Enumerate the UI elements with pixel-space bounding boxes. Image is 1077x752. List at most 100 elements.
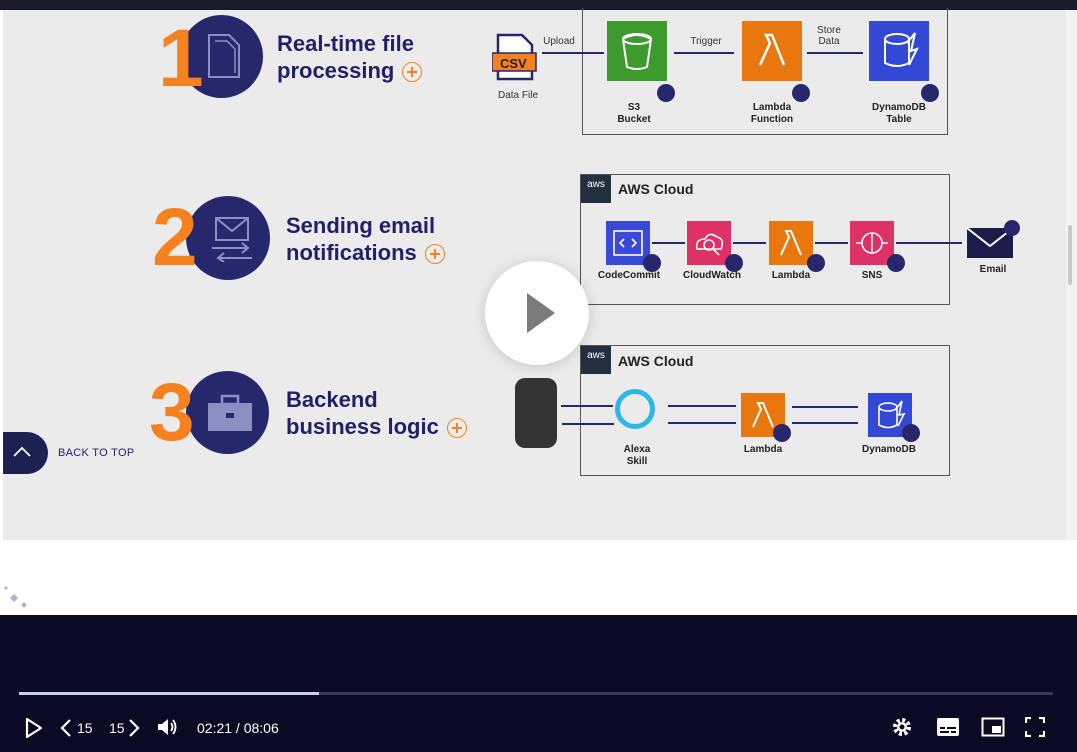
row2-number: 2 [152, 192, 198, 283]
chevron-up-icon [13, 446, 31, 457]
play-icon [527, 293, 555, 333]
row2-circle [186, 196, 270, 280]
row3-title: Backend business logic [286, 386, 467, 440]
captions-icon[interactable] [936, 717, 960, 737]
alexa-icon [615, 389, 655, 429]
aws-cloud-title-1: AWS Cloud [618, 181, 694, 197]
arrow-2d [896, 242, 962, 244]
codecommit-share-badge [643, 254, 661, 272]
sns-icon [850, 221, 894, 265]
progress-bar-track[interactable] [19, 692, 1053, 695]
csv-file-icon [492, 33, 537, 81]
sns-share-badge [887, 254, 905, 272]
row1-title-line2: processing [277, 57, 423, 84]
top-border [0, 0, 1077, 10]
cloudwatch-share-badge [725, 254, 743, 272]
cloudwatch-icon [687, 221, 731, 265]
arrow-3d [668, 422, 736, 424]
chevron-left-icon [60, 719, 71, 737]
row2-title-line1: Sending email [286, 213, 436, 238]
dynamodb3-label: DynamoDB [862, 444, 916, 455]
row1-circle [180, 15, 263, 98]
rewind-label: 15 [77, 720, 93, 736]
email-exchange-icon [212, 217, 252, 262]
echo-speaker-icon [515, 378, 557, 448]
aws-logo-1: aws [581, 175, 611, 203]
aws-cloud-title-2: AWS Cloud [618, 353, 694, 369]
data-file-label: Data File [497, 90, 538, 101]
lambda2-label: Lambda [771, 270, 811, 281]
forward-label: 15 [109, 720, 125, 736]
document-icon [208, 34, 240, 78]
row1-title-line2-text: processing [277, 58, 395, 83]
arrow-3f [792, 422, 858, 424]
row2-title-line2-text: notifications [286, 240, 417, 265]
row3-title-line2: business logic [286, 413, 467, 440]
dynamodb-share-badge [921, 84, 939, 102]
row1-title-line1: Real-time file [277, 31, 414, 56]
diagram2-box [580, 174, 950, 305]
upload-label: Upload [543, 36, 575, 47]
arrow-3a [561, 405, 613, 407]
lambda3-label: Lambda [743, 444, 783, 455]
alexa-label-line1: Alexa [623, 444, 651, 455]
aws-logo-2: aws [581, 346, 611, 374]
row2-expand-icon[interactable] [424, 244, 445, 265]
store-data-arrow [807, 52, 863, 54]
csv-label: CSV [500, 56, 527, 71]
video-frame[interactable]: 1 Real-time file processing CSV Data Fil… [0, 0, 1077, 615]
codecommit-label: CodeCommit [597, 270, 661, 281]
s3-bucket-icon [607, 21, 667, 81]
arrow-3b [562, 423, 614, 425]
row1-expand-icon[interactable] [402, 62, 423, 83]
scrollbar-thumb[interactable] [1068, 225, 1072, 285]
row3-expand-icon[interactable] [446, 418, 467, 439]
lambda2-icon [769, 221, 813, 265]
dynamodb-label-line2: Table [886, 114, 912, 125]
progress-bar-fill[interactable] [19, 692, 319, 695]
codecommit-icon [606, 221, 650, 265]
store-data-line2: Data [818, 36, 840, 47]
store-data-line1: Store [817, 25, 841, 36]
row3-title-line1: Backend [286, 387, 378, 412]
cloudwatch-label: CloudWatch [683, 270, 741, 281]
fullscreen-icon[interactable] [1025, 717, 1045, 737]
sns-label: SNS [861, 270, 883, 281]
arrow-2a [652, 242, 685, 244]
time-display: 02:21 / 08:06 [197, 720, 279, 736]
back-to-top-button[interactable] [3, 432, 48, 474]
lambda-icon [742, 21, 802, 81]
dynamodb-label-line1: DynamoDB [872, 102, 926, 113]
diagram3-box [580, 345, 950, 476]
forward-button[interactable]: 15 [109, 716, 145, 740]
picture-in-picture-icon[interactable] [981, 717, 1005, 737]
trigger-arrow [674, 52, 734, 54]
s3-label-line1: S3 [627, 102, 641, 113]
arrow-2b [733, 242, 766, 244]
row2-title-line2: notifications [286, 239, 445, 266]
arrow-3e [792, 406, 858, 408]
trigger-label: Trigger [690, 36, 722, 47]
sparkle-decoration-icon [4, 586, 27, 608]
play-icon[interactable] [25, 717, 43, 739]
dynamodb3-share-badge [902, 424, 920, 442]
play-overlay-button[interactable] [485, 261, 589, 365]
s3-share-badge [657, 84, 675, 102]
upload-arrow [542, 52, 604, 54]
volume-icon[interactable] [157, 717, 179, 737]
lambda-label-line1: Lambda [752, 102, 792, 113]
lambda3-share-badge [773, 424, 791, 442]
arrow-2c [815, 242, 848, 244]
row1-title: Real-time file processing [277, 30, 423, 84]
rewind-button[interactable]: 15 [60, 716, 96, 740]
back-to-top-label[interactable]: BACK TO TOP [58, 447, 135, 459]
settings-gear-icon[interactable] [891, 716, 913, 738]
diagram1-box [582, 8, 948, 135]
s3-label-line2: Bucket [617, 114, 651, 125]
briefcase-icon [208, 394, 252, 431]
email-envelope-icon [966, 220, 1020, 258]
